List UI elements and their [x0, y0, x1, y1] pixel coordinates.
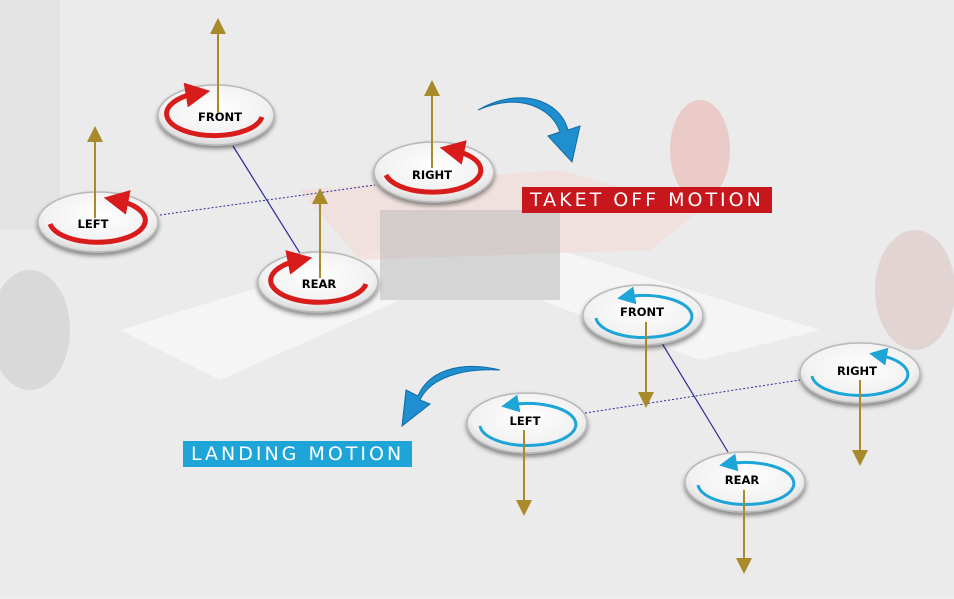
takeoff-curved-arrow-icon: [477, 97, 581, 164]
takeoff-left-label: LEFT: [78, 217, 109, 231]
landing-left-label: LEFT: [510, 414, 541, 428]
landing-motion-label: LANDING MOTION: [183, 441, 413, 467]
takeoff-right-label: RIGHT: [412, 168, 452, 182]
landing-disc-rear: REAR: [684, 451, 806, 513]
landing-frame-line-front-rear: [659, 339, 729, 453]
landing-rear-label: REAR: [725, 473, 760, 487]
landing-disc-left: LEFT: [466, 392, 588, 454]
takeoff-disc-left: LEFT: [37, 190, 159, 253]
takeoff-frame-line-front-rear: [232, 145, 304, 259]
takeoff-disc-front: FRONT: [157, 82, 275, 146]
takeoff-front-label: FRONT: [198, 110, 242, 124]
landing-frame-line-left-right: [584, 379, 801, 414]
takeoff-motion-label: TAKET OFF MOTION: [522, 187, 772, 213]
takeoff-rear-label: REAR: [302, 277, 337, 291]
takeoff-disc-right: RIGHT: [373, 140, 495, 203]
takeoff-frame-line-left-right: [159, 184, 376, 216]
landing-disc-front: FRONT: [582, 284, 704, 346]
takeoff-disc-rear: REAR: [257, 250, 379, 313]
landing-curved-arrow-icon: [401, 366, 501, 428]
landing-front-label: FRONT: [620, 305, 664, 319]
landing-right-label: RIGHT: [837, 364, 877, 378]
